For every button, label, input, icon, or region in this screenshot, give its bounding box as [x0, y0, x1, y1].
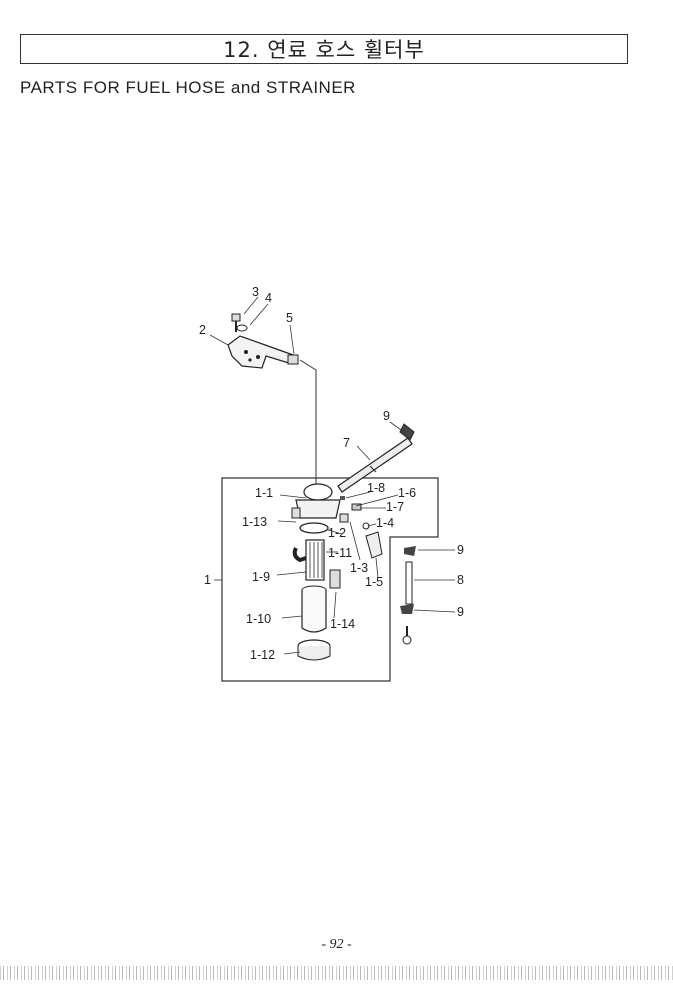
- callout-4: 4: [265, 291, 272, 305]
- spring-part: [329, 569, 341, 589]
- washer-part: [236, 324, 248, 332]
- ring-nut-part: [297, 639, 331, 661]
- callout-3: 3: [252, 285, 259, 299]
- screw-part: [287, 354, 299, 365]
- callout-1-2: 1-2: [328, 526, 346, 540]
- scan-artifact-strip: [0, 966, 673, 980]
- callout-1-6: 1-6: [398, 486, 416, 500]
- fuel-hose-part: [337, 437, 413, 493]
- filter-head-part: [291, 483, 341, 519]
- callout-1-12: 1-12: [250, 648, 275, 662]
- filter-bowl-part: [301, 585, 327, 633]
- callout-1-10: 1-10: [246, 612, 271, 626]
- leader-lines: [209, 296, 456, 655]
- section-title: 12. 연료 호스 휠터부: [20, 34, 628, 64]
- bolt-part: [231, 313, 241, 332]
- callout-1-8: 1-8: [367, 481, 385, 495]
- hose-clip-part: [399, 423, 415, 441]
- callout-8: 8: [457, 573, 464, 587]
- callout-5: 5: [286, 311, 293, 325]
- o-ring-part: [299, 522, 329, 534]
- return-hose-part: [400, 546, 416, 645]
- callout-9-bottom: 9: [457, 605, 464, 619]
- callout-7: 7: [343, 436, 350, 450]
- connector-line: [299, 359, 317, 488]
- callout-1-13: 1-13: [242, 515, 267, 529]
- callout-1-3: 1-3: [350, 561, 368, 575]
- callout-1-1: 1-1: [255, 486, 273, 500]
- page-number: - 92 -: [321, 937, 352, 952]
- callout-1-9: 1-9: [252, 570, 270, 584]
- callout-1: 1: [204, 573, 211, 587]
- section-title-text: 12. 연료 호스 휠터부: [223, 38, 425, 62]
- section-subtitle: PARTS FOR FUEL HOSE and STRAINER: [20, 78, 356, 97]
- bracket-part: [227, 335, 297, 369]
- callout-1-4: 1-4: [376, 516, 394, 530]
- callout-1-7: 1-7: [386, 500, 404, 514]
- callout-9-mid: 9: [457, 543, 464, 557]
- pipe-bend-part: [292, 547, 307, 563]
- callout-1-14: 1-14: [330, 617, 355, 631]
- callout-9-top: 9: [383, 409, 390, 423]
- filter-element-part: [305, 539, 325, 581]
- fitting-parts: [339, 496, 383, 559]
- callout-1-5: 1-5: [365, 575, 383, 589]
- assembly-frame: [221, 477, 439, 682]
- callout-2: 2: [199, 323, 206, 337]
- callout-1-11: 1-11: [328, 546, 352, 560]
